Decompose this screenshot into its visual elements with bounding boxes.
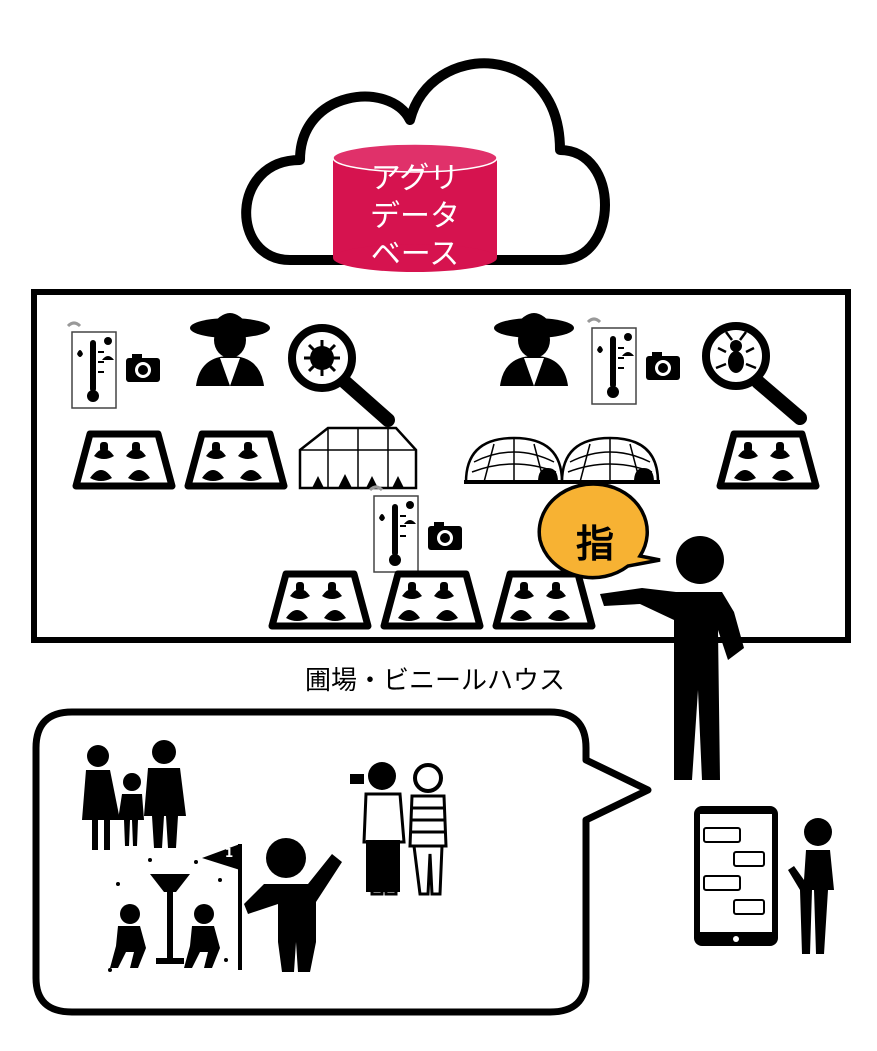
camera-icon	[428, 522, 462, 550]
tablet-icon	[694, 806, 778, 946]
waving-person-icon	[244, 838, 342, 972]
field-plot-icon	[720, 434, 816, 486]
weather-sensor-icon	[66, 321, 118, 410]
golf-flag-icon	[202, 844, 242, 970]
field-plot-icon	[496, 574, 592, 626]
database-label-line: データ	[370, 199, 460, 234]
family-icon	[82, 740, 186, 850]
field-caption: 圃場・ビニールハウス	[304, 666, 565, 696]
field-plot-icon	[188, 434, 284, 486]
golf-flag-number: 1	[224, 846, 234, 860]
weather-sensor-icon	[368, 485, 420, 574]
database-label: アグリ データ ベース	[330, 160, 500, 274]
kids-playing-icon	[108, 858, 228, 972]
field-plot-icon	[76, 434, 172, 486]
guide-person	[600, 536, 744, 780]
glass-greenhouse-icon	[298, 426, 418, 490]
guide-bubble-text: 指	[575, 522, 614, 566]
camera-icon	[646, 352, 680, 380]
guide-speech-bubble	[537, 482, 661, 580]
weather-sensor-icon	[586, 317, 638, 406]
database-label-line: ベース	[370, 237, 460, 272]
database-cylinder	[332, 143, 498, 272]
tourists-icon	[350, 762, 448, 896]
tablet-user-icon	[788, 818, 834, 954]
magnifier-pest-icon	[702, 322, 807, 425]
magnifier-disease-icon	[288, 324, 395, 427]
database-label-line: アグリ	[370, 161, 460, 196]
camera-icon	[126, 354, 160, 382]
field-plot-icon	[272, 574, 368, 626]
field-plot-icon	[384, 574, 480, 626]
